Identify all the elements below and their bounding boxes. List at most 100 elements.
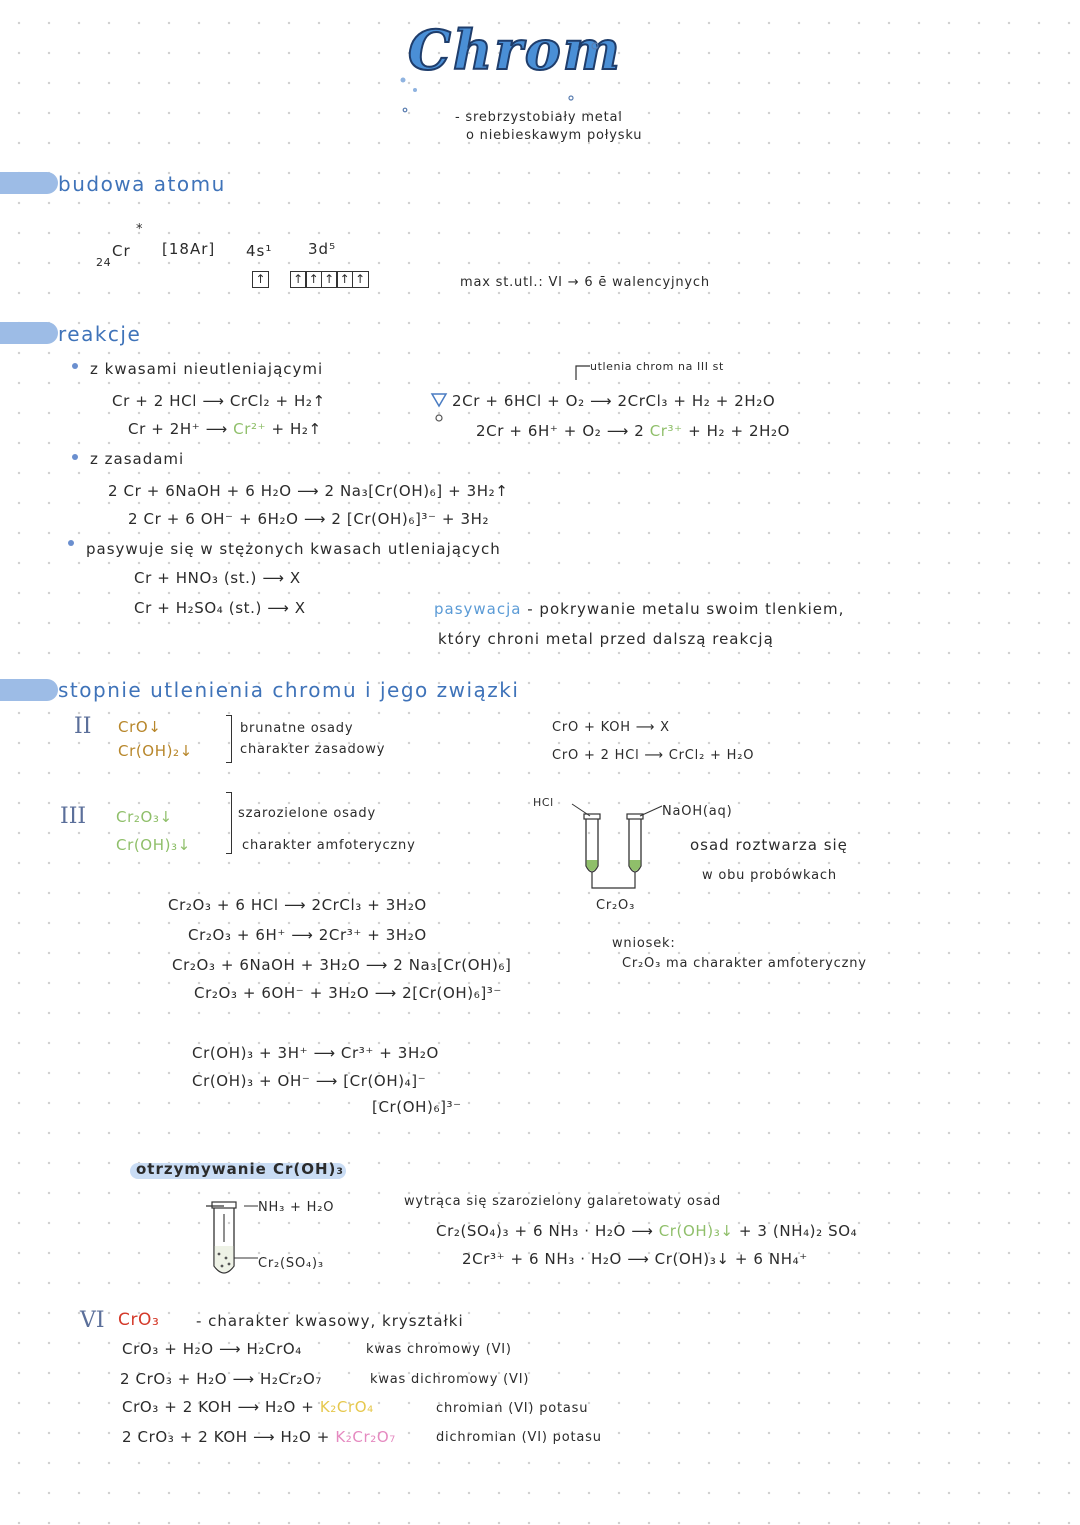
equation-part: 2 CrO₃ + 2 KOH ⟶ H₂O +: [122, 1428, 336, 1446]
potassium-chromate: K₂CrO₄: [319, 1398, 374, 1416]
bullet: [68, 540, 74, 546]
ox2-description-1: brunatne osady: [240, 721, 354, 736]
croh3-equation-2: Cr(OH)₃ + OH⁻ ⟶ [Cr(OH)₄]⁻: [192, 1072, 427, 1090]
acid-equation-2: Cr + 2H⁺ ⟶ Cr²⁺ + H₂↑: [128, 420, 322, 438]
equation-part: 2Cr + 6H⁺ + O₂ ⟶ 2: [476, 422, 650, 440]
equation-part: CrO₃ + 2 KOH ⟶ H₂O +: [122, 1398, 320, 1416]
cr3-ion: Cr³⁺: [649, 422, 683, 440]
cro3-name-3: chromian (VI) potasu: [436, 1401, 589, 1416]
atom-symbol: Cr: [112, 242, 131, 260]
passivation-definition: pasywacja - pokrywanie metalu swoim tlen…: [434, 600, 844, 618]
obtaining-note: wytrąca się szarozielony galaretowaty os…: [404, 1194, 722, 1209]
ox2-equation-1: CrO + KOH ⟶ X: [552, 720, 670, 735]
title-sparkles-icon: [400, 42, 599, 113]
equation-part: + 3 (NH₄)₂ SO₄: [733, 1222, 858, 1240]
highlight: [130, 1163, 346, 1179]
section-marker: [0, 172, 58, 194]
reagent-bottom: Cr₂(SO₄)₃: [258, 1256, 324, 1271]
test-tubes-diagram: [571, 803, 663, 889]
orbital-cell: ↑: [351, 271, 369, 288]
ox2-equation-2: CrO + 2 HCl ⟶ CrCl₂ + H₂O: [552, 748, 755, 763]
equation-part: + H₂↑: [266, 420, 322, 438]
roman-numeral-VI: VI: [80, 1308, 105, 1333]
observation-1: osad roztwarza się: [690, 836, 848, 854]
section-marker: [0, 679, 58, 701]
lab-label-hcl: HCl: [533, 796, 554, 809]
atom-config-4s: 4s¹: [246, 242, 273, 260]
cro3-compound: CrO₃: [118, 1310, 160, 1330]
bases-heading: z zasadami: [90, 450, 185, 468]
test-tube-icon: [206, 1201, 258, 1274]
croh2-compound: Cr(OH)₂↓: [118, 742, 193, 760]
cr2o3-equation-2: Cr₂O₃ + 6H⁺ ⟶ 2Cr³⁺ + 3H₂O: [188, 926, 427, 944]
obtaining-equation-1: Cr₂(SO₄)₃ + 6 NH₃ · H₂O ⟶ Cr(OH)₃↓ + 3 (…: [436, 1222, 857, 1240]
cro3-equation-4: 2 CrO₃ + 2 KOH ⟶ H₂O + K₂Cr₂O₇: [122, 1428, 396, 1446]
acid-equation-1: Cr + 2 HCl ⟶ CrCl₂ + H₂↑: [112, 392, 326, 410]
base-equation-2: 2 Cr + 6 OH⁻ + 6H₂O ⟶ 2 [Cr(OH)₆]³⁻ + 3H…: [128, 510, 490, 528]
section-marker: [0, 322, 58, 344]
cr2o3-equation-4: Cr₂O₃ + 6OH⁻ + 3H₂O ⟶ 2[Cr(OH)₆]³⁻: [194, 984, 502, 1002]
atom-number: 24: [96, 256, 112, 269]
cr2o3-equation-1: Cr₂O₃ + 6 HCl ⟶ 2CrCl₃ + 3H₂O: [168, 896, 427, 914]
max-oxidation-note: max st.utl.: VI → 6 ē walencyjnych: [460, 275, 710, 290]
conclusion-heading: wniosek:: [612, 936, 676, 951]
orbital-cell: ↑: [320, 271, 338, 288]
croh3-compound: Cr(OH)₃↓: [116, 836, 191, 854]
roman-numeral-III: III: [60, 804, 87, 829]
atom-config-3d: 3d⁵: [308, 240, 337, 258]
subtitle-line1: - srebrzystobiały metal: [455, 110, 623, 125]
obtaining-heading: otrzymywanie Cr(OH)₃: [136, 1160, 344, 1178]
cro3-equation-2: 2 CrO₃ + H₂O ⟶ H₂Cr₂O₇: [120, 1370, 322, 1388]
cro3-name-4: dichromian (VI) potasu: [436, 1430, 602, 1445]
observation-2: w obu probówkach: [702, 868, 837, 883]
cr2o3-compound: Cr₂O₃↓: [116, 808, 173, 826]
reagent-top: NH₃ + H₂O: [258, 1200, 335, 1215]
croh3-equation-3: [Cr(OH)₆]³⁻: [372, 1098, 462, 1116]
cr2-ion: Cr²⁺: [233, 420, 267, 438]
lab-label-cr2o3: Cr₂O₃: [596, 898, 636, 913]
page-title: Chrom: [407, 17, 622, 83]
ox-equation-1: 2Cr + 6HCl + O₂ ⟶ 2CrCl₃ + H₂ + 2H₂O: [452, 392, 776, 410]
bullet: [72, 363, 78, 369]
equation-part: + H₂ + 2H₂O: [682, 422, 791, 440]
cr2o3-equation-3: Cr₂O₃ + 6NaOH + 3H₂O ⟶ 2 Na₃[Cr(OH)₆]: [172, 956, 512, 974]
acids-heading: z kwasami nieutleniającymi: [90, 360, 324, 378]
ox3-description-2: charakter amfoteryczny: [242, 838, 416, 853]
oxidation-note: utlenia chrom na III st: [590, 360, 724, 373]
conclusion-text: Cr₂O₃ ma charakter amfoteryczny: [622, 956, 867, 971]
passivation-term: pasywacja: [434, 600, 522, 618]
section-oxidation-heading: stopnie utlenienia chromu i jego związki: [58, 678, 520, 702]
orbital-cell: ↑: [252, 271, 269, 288]
orbital-cell: ↑: [336, 271, 354, 288]
bracket-line-icon: [575, 365, 590, 380]
ox6-description: - charakter kwasowy, kryształki: [196, 1312, 464, 1330]
obtaining-equation-2: 2Cr³⁺ + 6 NH₃ · H₂O ⟶ Cr(OH)₃↓ + 6 NH₄⁺: [462, 1250, 808, 1268]
cro3-name-2: kwas dichromowy (VI): [370, 1372, 530, 1387]
bracket: [226, 715, 232, 763]
base-equation-1: 2 Cr + 6NaOH + 6 H₂O ⟶ 2 Na₃[Cr(OH)₆] + …: [108, 482, 509, 500]
bullet: [72, 454, 78, 460]
ox-equation-2: 2Cr + 6H⁺ + O₂ ⟶ 2 Cr³⁺ + H₂ + 2H₂O: [476, 422, 790, 440]
subtitle-line2: o niebieskawym połysku: [466, 128, 643, 143]
section-atom-heading: budowa atomu: [58, 172, 226, 196]
orbital-cell: ↑: [289, 271, 307, 288]
equation-part: Cr₂(SO₄)₃ + 6 NH₃ · H₂O ⟶: [436, 1222, 659, 1240]
equation-part: Cr + 2H⁺ ⟶: [128, 420, 234, 438]
passivation-definition-2: który chroni metal przed dalszą reakcją: [438, 630, 774, 648]
lab-label-naoh: NaOH(aq): [662, 804, 733, 819]
passivation-equation-1: Cr + HNO₃ (st.) ⟶ X: [134, 569, 301, 587]
passivation-equation-2: Cr + H₂SO₄ (st.) ⟶ X: [134, 599, 306, 617]
bracket: [226, 792, 232, 854]
croh3-product: Cr(OH)₃↓: [658, 1222, 734, 1240]
atom-star: *: [136, 222, 144, 237]
cro3-equation-3: CrO₃ + 2 KOH ⟶ H₂O + K₂CrO₄: [122, 1398, 374, 1416]
passivation-text: - pokrywanie metalu swoim tlenkiem,: [521, 600, 845, 618]
orbital-diagram: ↑ ↑↑↑↑↑: [252, 268, 369, 288]
cro3-equation-1: CrO₃ + H₂O ⟶ H₂CrO₄: [122, 1340, 302, 1358]
triangle-heat-icon: [430, 393, 448, 422]
cro-compound: CrO↓: [118, 718, 162, 736]
orbital-cell: ↑: [305, 271, 323, 288]
roman-numeral-II: II: [74, 714, 92, 739]
atom-config-core: [18Ar]: [162, 240, 216, 258]
ox3-description-1: szarozielone osady: [238, 806, 376, 821]
